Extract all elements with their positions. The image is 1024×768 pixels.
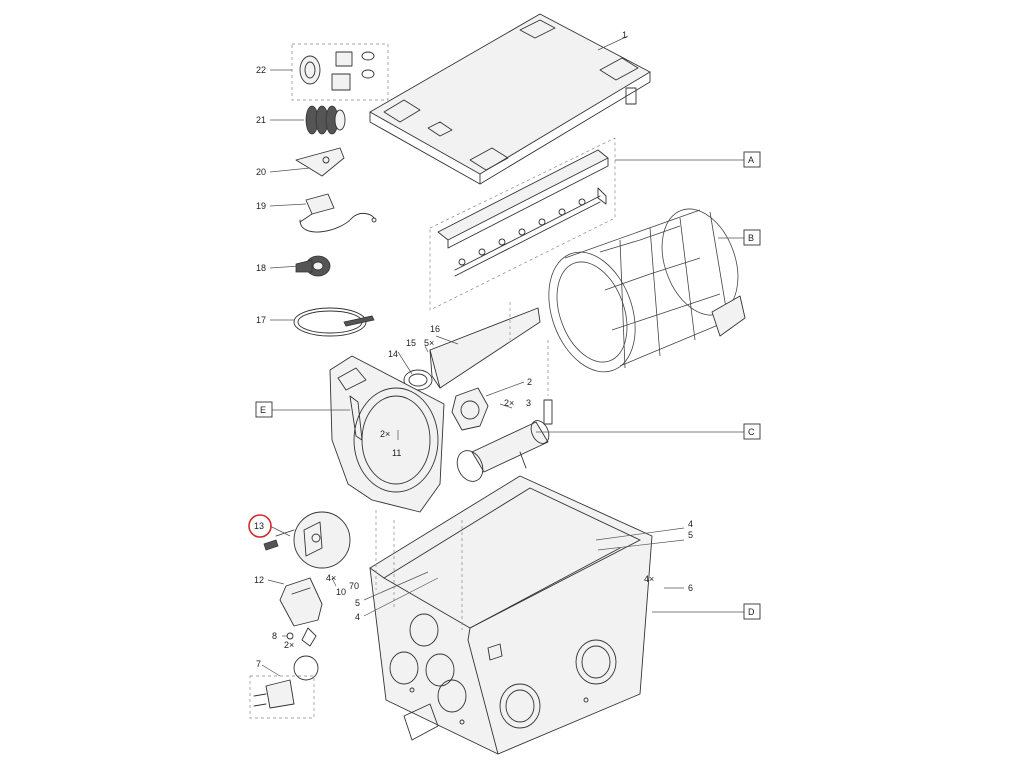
part-22-connector-set: [291, 43, 389, 101]
callout-11-qty: 2×: [380, 429, 390, 439]
callout-6: 6: [688, 583, 693, 593]
box-label-c: C: [743, 423, 761, 440]
box-label-e: E: [255, 401, 273, 418]
part-16-trough: [429, 307, 541, 389]
callout-5-right: 5: [688, 530, 693, 540]
part-20-bracket: [295, 147, 345, 177]
part-d-tank-housing: [369, 475, 653, 755]
part-7-mount: [249, 655, 319, 719]
box-label-a: A: [743, 151, 761, 168]
callout-13: 13: [254, 521, 264, 531]
part-19-sensor-cable: [299, 193, 377, 233]
part-e-end-plate: [329, 355, 445, 513]
callout-20: 20: [256, 167, 266, 177]
callout-15-qty: 5×: [424, 338, 434, 348]
callout-6-qty: 4×: [644, 574, 654, 584]
part-21-clamp-set: [305, 105, 346, 135]
callout-1: 1: [622, 30, 627, 40]
part-a-bracket-assembly: [429, 137, 616, 311]
callout-10: 10: [336, 587, 346, 597]
callout-8: 8: [272, 631, 277, 641]
box-label-b: B: [743, 229, 761, 246]
part-12-control-box: [279, 577, 323, 647]
part-17-hose: [293, 307, 375, 337]
callout-2: 2: [527, 377, 532, 387]
callout-15: 15: [406, 338, 416, 348]
callout-8-qty: 2×: [284, 640, 294, 650]
callout-3-qty: 2×: [504, 398, 514, 408]
callout-labels: 1 22 21 20 19 18 17 16 15 5× 14 2 2× 3 2…: [254, 30, 693, 669]
box-label-d: D: [743, 603, 761, 620]
callout-7: 7: [256, 659, 261, 669]
callout-4-left: 4: [355, 612, 360, 622]
part-1-lid: [369, 13, 651, 185]
part-18-tape-roll: [295, 255, 331, 277]
callout-70-qty: 4×: [326, 573, 336, 583]
callout-22: 22: [256, 65, 266, 75]
callout-13-highlight-ring: [248, 514, 272, 538]
callout-21: 21: [256, 115, 266, 125]
callout-3: 3: [526, 398, 531, 408]
callout-17: 17: [256, 315, 266, 325]
callout-4-right: 4: [688, 519, 693, 529]
leader-lines: [261, 35, 744, 677]
part-13-detail-zoom: [263, 511, 351, 569]
callout-18: 18: [256, 263, 266, 273]
callout-11: 11: [392, 448, 401, 458]
callout-19: 19: [256, 201, 266, 211]
box-label-c-text: C: [748, 427, 755, 437]
part-c-pipe-assembly: [456, 399, 553, 482]
box-label-d-text: D: [748, 607, 755, 617]
callout-5-left: 5: [355, 598, 360, 608]
box-label-b-text: B: [748, 233, 754, 243]
callout-14: 14: [388, 349, 398, 359]
callout-70: 70: [349, 581, 359, 591]
box-label-a-text: A: [748, 155, 754, 165]
part-2-gear-motor: [451, 387, 489, 431]
part-b-drum-screen: [548, 208, 746, 373]
callout-16: 16: [430, 324, 440, 334]
callout-12: 12: [254, 575, 264, 585]
box-label-e-text: E: [260, 405, 266, 415]
